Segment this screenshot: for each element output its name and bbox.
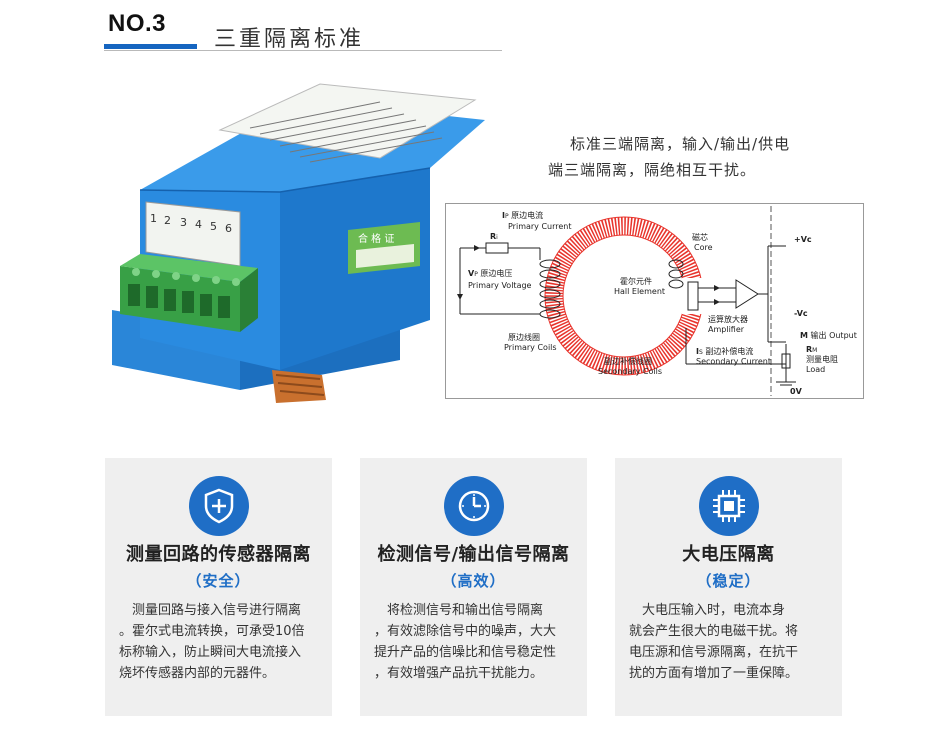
svg-text:霍尔元件: 霍尔元件 [620, 276, 652, 286]
card-title: 大电压隔离 [682, 544, 775, 565]
certificate-label: 合 格 证 [358, 232, 394, 245]
svg-text:Primary Voltage: Primary Voltage [468, 281, 532, 290]
svg-text:IS 副边补偿电流: IS 副边补偿电流 [696, 346, 753, 356]
svg-text:Primary Coils: Primary Coils [504, 343, 557, 352]
description-line-2: 端三端隔离，隔绝相互干扰。 [548, 161, 757, 179]
card-body: 将检测信号和输出信号隔离 ，有效滤除信号中的噪声，大大 提升产品的信噪比和信号稳… [374, 603, 557, 681]
header-divider [104, 50, 502, 51]
svg-text:5: 5 [210, 220, 217, 233]
card-subtitle: （高效） [441, 572, 506, 590]
terminal-number: 1 [150, 212, 157, 225]
svg-text:0V: 0V [790, 387, 803, 396]
svg-text:4: 4 [195, 218, 202, 231]
section-number-underline [104, 44, 197, 49]
card-sensor-isolation: 测量回路的传感器隔离 （安全） 测量回路与接入信号进行隔离 。霍尔式电流转换，可… [105, 458, 332, 716]
svg-text:6: 6 [225, 222, 232, 235]
svg-text:Core: Core [694, 243, 713, 252]
hall-sensor-diagram: IP 原边电流 Primary Current Ri VP 原边电压 Prima… [445, 203, 864, 399]
card-signal-isolation: 检测信号/输出信号隔离 （高效） 将检测信号和输出信号隔离 ，有效滤除信号中的噪… [360, 458, 587, 716]
product-image: 1 2 3 4 5 6 合 格 证 [100, 70, 500, 430]
svg-text:Primary Current: Primary Current [508, 222, 572, 231]
svg-text:-Vc: -Vc [794, 309, 808, 318]
svg-text:Ri: Ri [490, 232, 498, 241]
description-line-1: 标准三端隔离，输入/输出/供电 [570, 135, 791, 153]
svg-text:测量电阻: 测量电阻 [806, 354, 838, 364]
section-title: 三重隔离标准 [214, 27, 365, 52]
card-subtitle: （稳定） [696, 572, 761, 590]
svg-text:Hall Element: Hall Element [614, 287, 665, 296]
svg-text:副边补偿线圈: 副边补偿线圈 [604, 356, 652, 366]
svg-text:IP 原边电流: IP 原边电流 [502, 210, 543, 220]
svg-text:+Vc: +Vc [794, 235, 812, 244]
card-voltage-isolation: 大电压隔离 （稳定） 大电压输入时，电流本身 就会产生很大的电磁干扰。将 电压源… [615, 458, 842, 716]
clock-icon [444, 476, 504, 536]
isolation-description: 标准三端隔离，输入/输出/供电 端三端隔离，隔绝相互干扰。 [548, 131, 848, 183]
card-title: 检测信号/输出信号隔离 [377, 544, 570, 565]
svg-text:3: 3 [180, 216, 187, 229]
svg-text:Load: Load [806, 365, 825, 374]
svg-text:M 输出 Output: M 输出 Output [800, 330, 857, 340]
svg-text:Amplifier: Amplifier [708, 325, 745, 334]
shield-plus-icon [189, 476, 249, 536]
svg-text:2: 2 [164, 214, 171, 227]
card-subtitle: （安全） [186, 572, 251, 590]
svg-text:VP 原边电压: VP 原边电压 [468, 268, 512, 278]
section-number: NO.3 [108, 10, 167, 37]
svg-text:RM: RM [806, 345, 817, 354]
card-title: 测量回路的传感器隔离 [126, 544, 311, 565]
svg-text:Secondary Current: Secondary Current [696, 357, 771, 366]
svg-text:原边线圈: 原边线圈 [508, 332, 540, 342]
card-body: 测量回路与接入信号进行隔离 。霍尔式电流转换，可承受10倍 标称输入，防止瞬间大… [119, 603, 305, 681]
svg-text:Secondary Coils: Secondary Coils [598, 367, 662, 376]
svg-text:磁芯: 磁芯 [692, 232, 708, 242]
svg-text:运算放大器: 运算放大器 [708, 314, 748, 324]
card-body: 大电压输入时，电流本身 就会产生很大的电磁干扰。将 电压源和信号源隔离，在抗干 … [629, 603, 799, 681]
chip-icon [699, 476, 759, 536]
